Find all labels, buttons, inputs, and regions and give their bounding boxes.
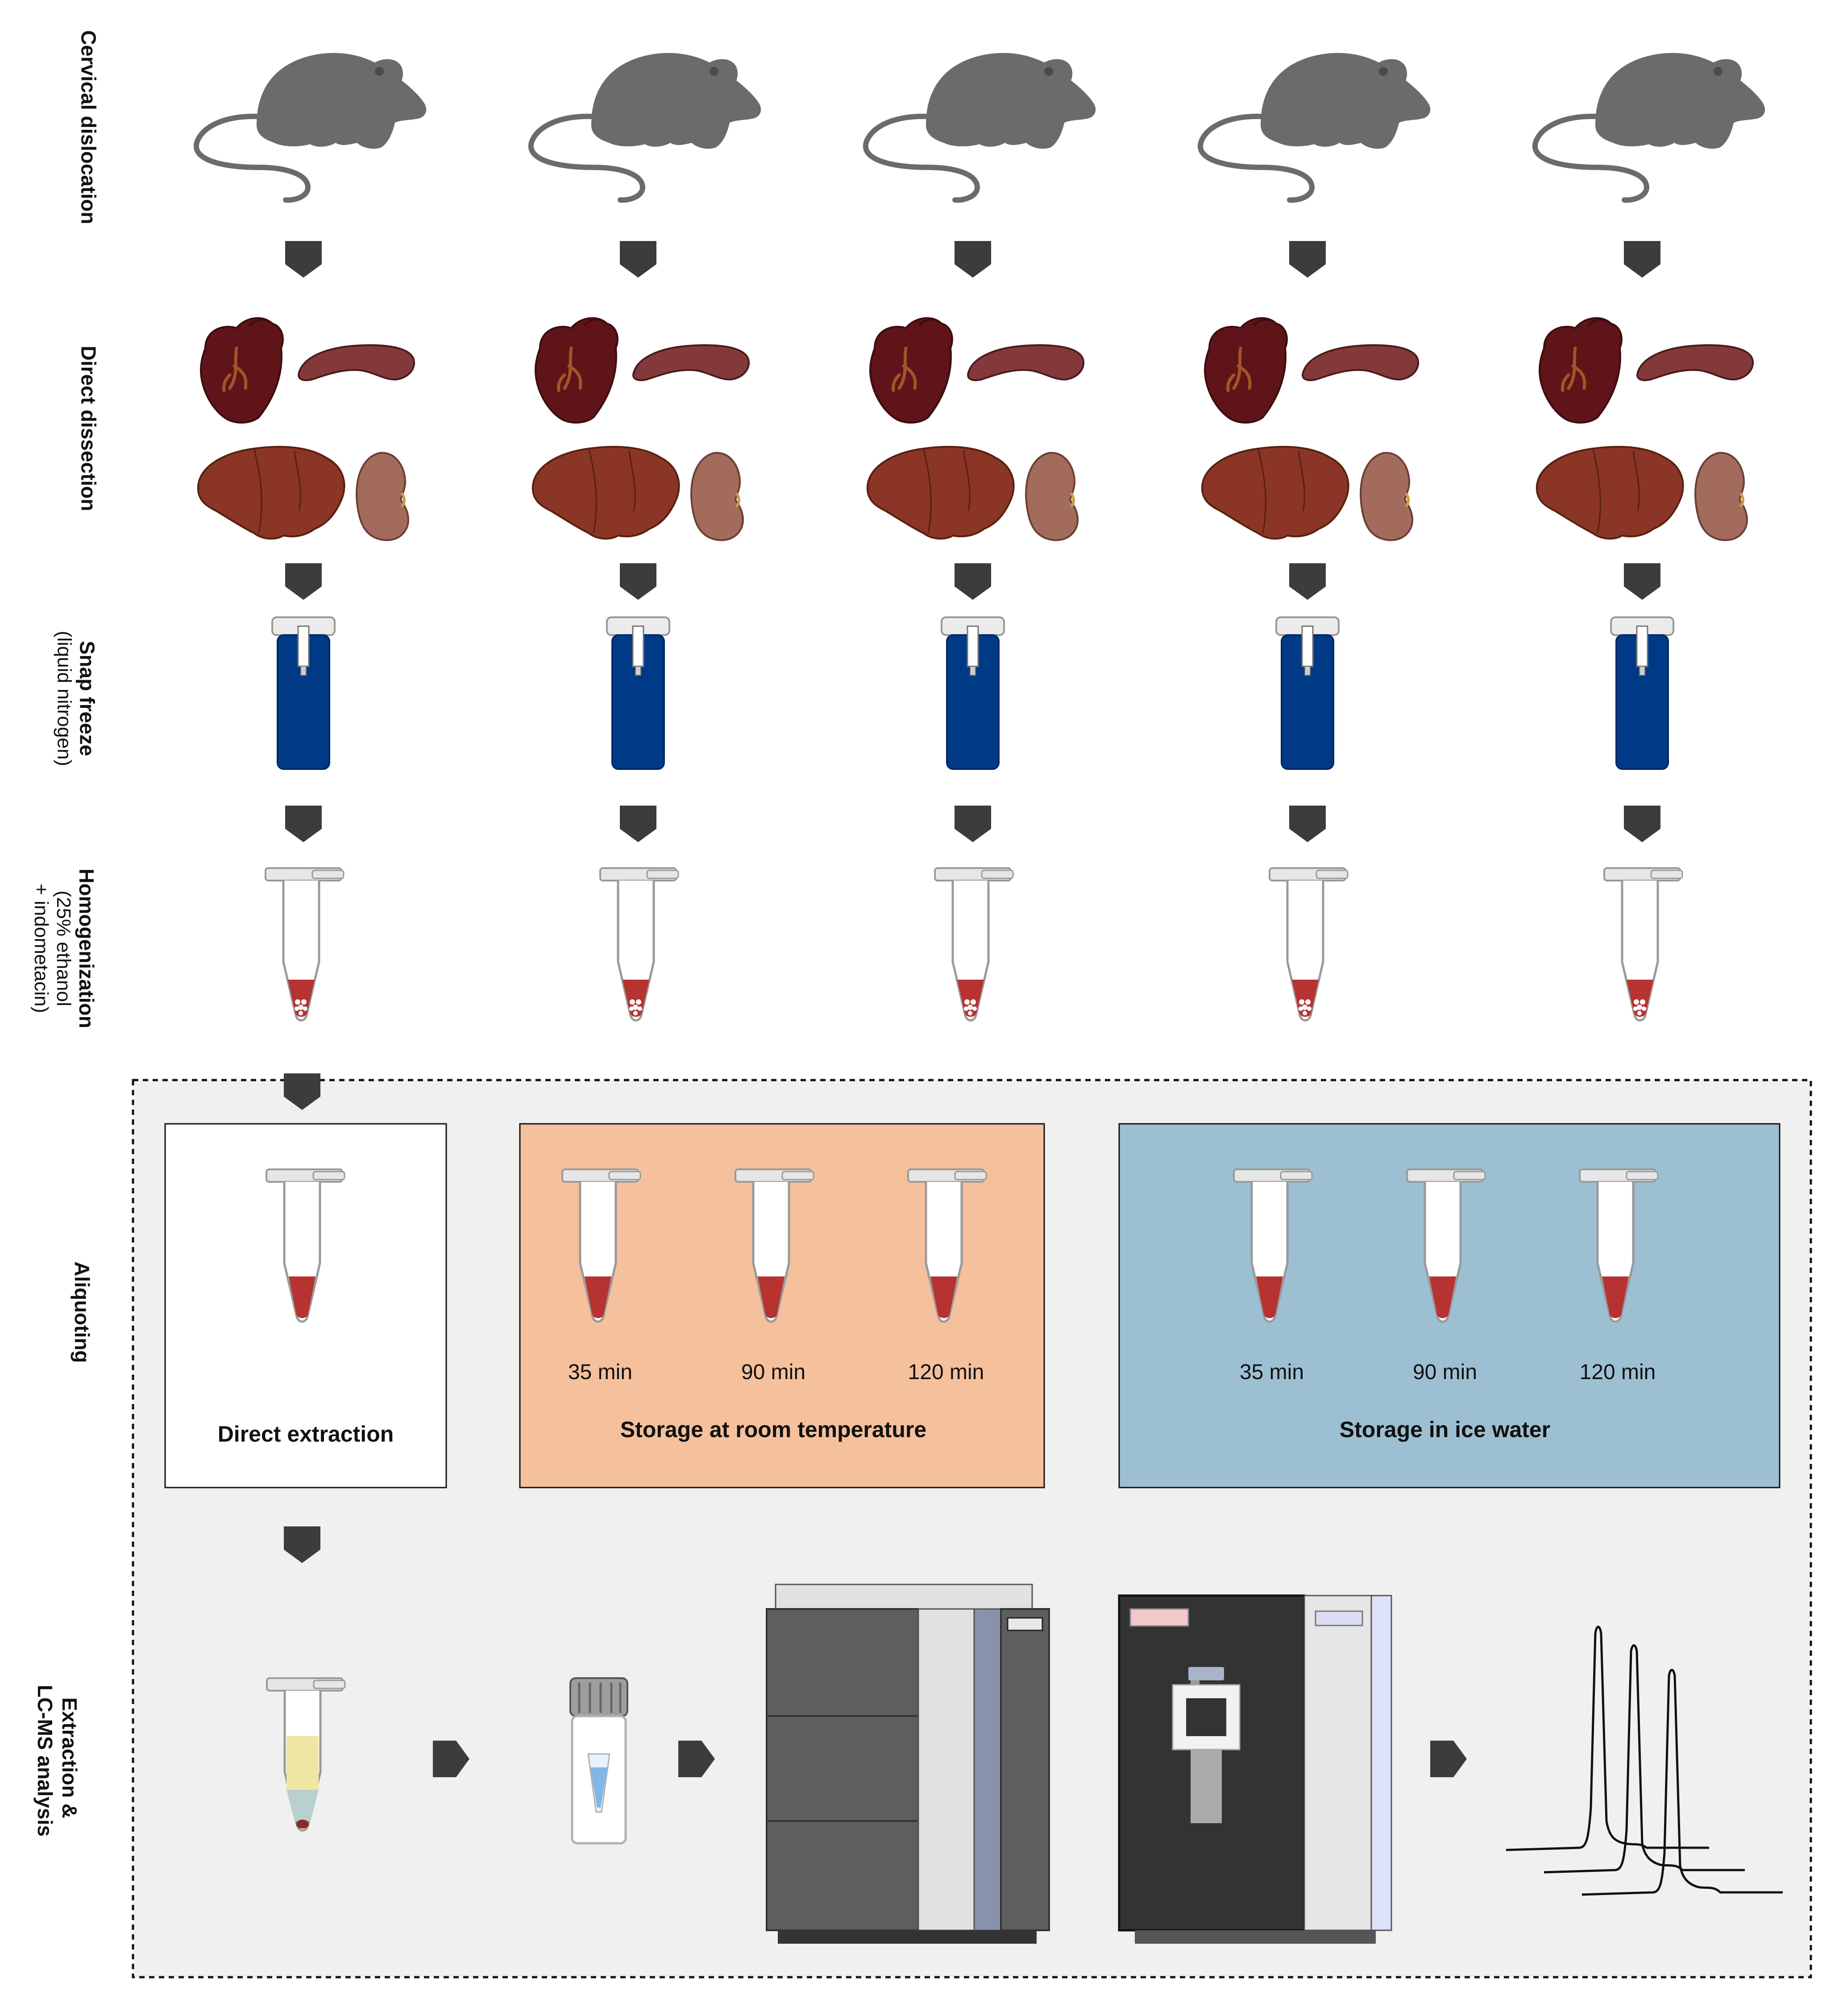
liver-5	[1536, 446, 1684, 540]
homogenate-row	[266, 868, 1682, 1020]
homogenate-tube-3	[935, 868, 1013, 1020]
mouse-2	[531, 53, 761, 200]
arrow-down-1-3	[955, 241, 991, 278]
spleen-2	[632, 344, 750, 381]
cryotube-3	[941, 616, 1005, 770]
arrow-down-3-4	[1289, 806, 1326, 842]
mouse-row	[196, 53, 1765, 200]
room-temperature-title: Storage at room temperature	[620, 1417, 926, 1442]
rt-time-35: 35 min	[568, 1360, 632, 1384]
arrow-down-1-2	[620, 241, 656, 278]
label-aliquoting: Aliquoting	[71, 1261, 94, 1363]
heart-5	[1540, 318, 1622, 423]
homogenate-tube-2	[600, 868, 678, 1020]
ice-time-120: 120 min	[1580, 1360, 1656, 1384]
direct-extraction-title: Direct extraction	[218, 1422, 394, 1447]
lc-system	[766, 1584, 1050, 1944]
spleen-1	[298, 344, 415, 381]
arrow-down-3-2	[620, 806, 656, 842]
heart-2	[535, 318, 618, 423]
cryotube-4	[1275, 616, 1340, 770]
homogenate-tube-5	[1604, 868, 1682, 1020]
arrow-down-3-1	[285, 806, 322, 842]
rt-time-90: 90 min	[741, 1360, 805, 1384]
kidney-3	[1026, 453, 1078, 540]
arrow-down-2-1	[285, 563, 322, 600]
heart-3	[870, 318, 952, 423]
homogenate-tube-4	[1270, 868, 1348, 1020]
label-extraction: Extraction & LC-MS analysis	[33, 1685, 81, 1837]
cryotube-5	[1610, 616, 1674, 770]
cryotube-2	[606, 616, 670, 770]
mouse-4	[1200, 53, 1430, 200]
arrow-down-3-5	[1624, 806, 1660, 842]
spleen-5	[1636, 344, 1754, 381]
kidney-4	[1361, 453, 1412, 540]
arrow-down-2-3	[955, 563, 991, 600]
liver-4	[1201, 446, 1349, 540]
kidney-2	[691, 453, 743, 540]
kidney-5	[1695, 453, 1747, 540]
arrow-down-2-4	[1289, 563, 1326, 600]
organ-row	[197, 318, 1754, 540]
arrow-down-3-3	[955, 806, 991, 842]
mouse-3	[866, 53, 1096, 200]
ms-system	[1118, 1594, 1392, 1944]
kidney-1	[357, 453, 408, 540]
liver-3	[866, 446, 1015, 540]
liver-1	[197, 446, 345, 540]
chromatogram	[1506, 1625, 1783, 1896]
arrow-down-2-5	[1624, 563, 1660, 600]
spleen-3	[967, 344, 1085, 381]
cryotube-row	[271, 616, 1674, 770]
ice-time-90: 90 min	[1413, 1360, 1477, 1384]
mouse-1	[196, 53, 426, 200]
arrow-down-2-2	[620, 563, 656, 600]
arrow-down-1-1	[285, 241, 322, 278]
spleen-4	[1302, 344, 1419, 381]
cryotube-1	[271, 616, 336, 770]
heart-4	[1205, 318, 1287, 423]
arrow-down-1-5	[1624, 241, 1660, 278]
hplc-vial	[569, 1677, 628, 1845]
homogenate-tube-1	[266, 868, 344, 1020]
arrow-down-1-4	[1289, 241, 1326, 278]
ice-time-35: 35 min	[1240, 1360, 1304, 1384]
mouse-5	[1535, 53, 1765, 200]
heart-1	[201, 318, 283, 423]
liver-2	[531, 446, 680, 540]
ice-water-title: Storage in ice water	[1340, 1417, 1550, 1442]
rt-time-120: 120 min	[908, 1360, 984, 1384]
